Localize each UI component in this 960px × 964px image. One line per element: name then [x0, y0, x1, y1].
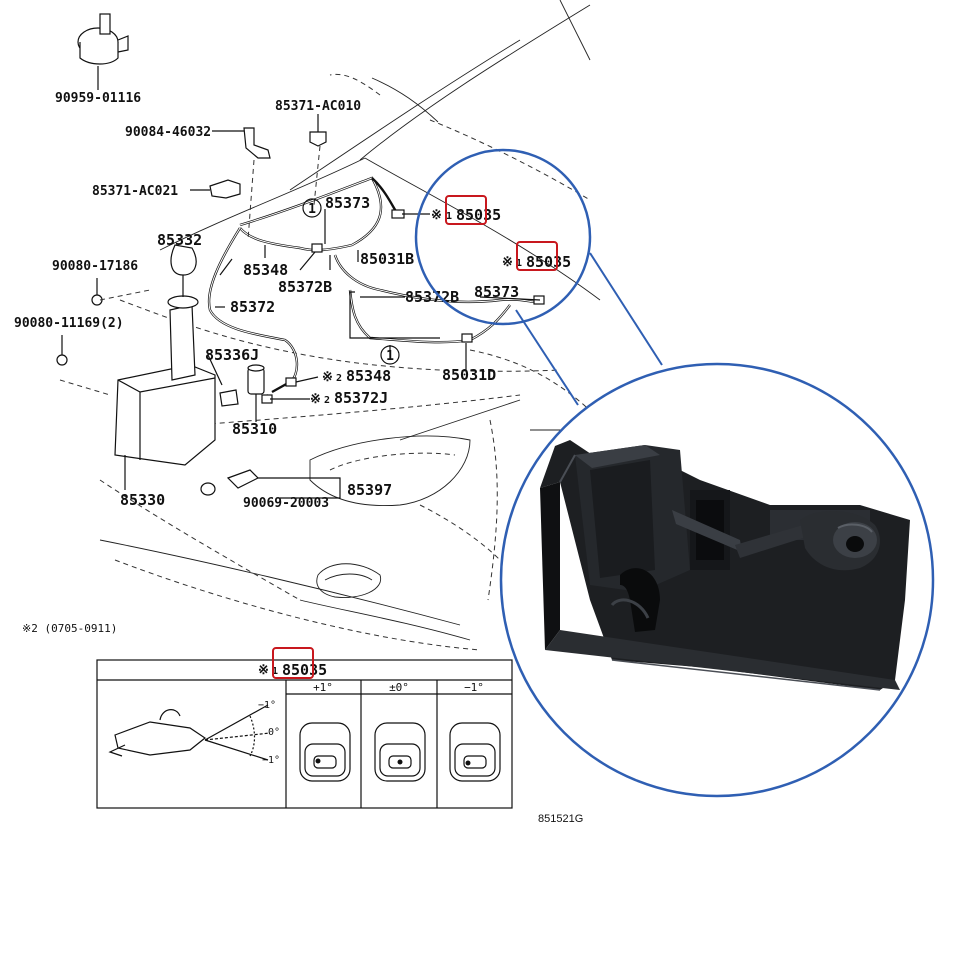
nozzle-face-minus1: [449, 722, 501, 782]
label-85031d: 85031D: [442, 366, 496, 384]
label-85035-a: ※ 1 85035: [431, 206, 501, 224]
svg-text:2: 2: [324, 395, 330, 406]
label-85332: 85332: [157, 231, 202, 249]
label-85397: 85397: [347, 481, 392, 499]
svg-text:85035: 85035: [456, 206, 501, 224]
nozzle-angle-sketch: −1° 0° −1°: [108, 700, 280, 766]
svg-text:85348: 85348: [346, 367, 391, 385]
svg-text:0°: 0°: [268, 727, 280, 738]
washer-hoses: [207, 176, 536, 401]
svg-text:1: 1: [272, 666, 278, 677]
label-90084: 90084-46032: [125, 125, 211, 140]
label-90959: 90959-01116: [55, 91, 141, 106]
svg-text:85035: 85035: [282, 661, 327, 679]
svg-text:※: ※: [258, 663, 269, 678]
highlight-box-85035-b: [516, 241, 558, 271]
label-85035-b: ※ 1 85035: [502, 253, 571, 271]
leader-lines: [59, 145, 541, 400]
label-90069: 90069-20003: [243, 496, 329, 511]
highlight-box-85035-a: [445, 195, 487, 225]
highlight-box-85035-table: [272, 647, 314, 679]
nozzle-face-zero: [374, 722, 426, 782]
svg-text:1: 1: [308, 202, 316, 217]
svg-text:1: 1: [516, 258, 522, 269]
label-85372b-left: 85372B: [278, 278, 332, 296]
clamp-85371-ac021-drawing: [190, 179, 241, 199]
svg-text:85035: 85035: [526, 253, 571, 271]
label-90080-11169: 90080-11169(2): [14, 316, 124, 331]
washer-nozzle-photo: [540, 440, 910, 691]
col-header-zero: ±0°: [389, 681, 409, 694]
svg-text:−1°: −1°: [258, 700, 276, 711]
svg-text:−1°: −1°: [262, 755, 280, 766]
adjust-table-header: ※ 1 85035: [258, 661, 327, 679]
footnote-note2: ※2 (0705-0911): [22, 622, 117, 635]
clip-90959-drawing: [77, 13, 129, 90]
circle-marker-bottom: 1: [380, 345, 400, 365]
part-labels: 90959-01116 85371-AC010 90084-46032 8537…: [14, 91, 571, 511]
label-85371-ac010: 85371-AC010: [275, 99, 361, 114]
label-85336j: 85336J: [205, 346, 259, 364]
svg-text:2: 2: [336, 373, 342, 384]
magnifier-small-circle: [414, 148, 592, 326]
pump-85310-drawing: [219, 364, 265, 422]
nozzle-face-plus1: [299, 722, 351, 782]
label-85372: 85372: [230, 298, 275, 316]
clamp-85371-ac010-drawing: [309, 114, 327, 147]
label-85373-top: 85373: [325, 194, 370, 212]
label-85373-right: 85373: [474, 283, 519, 301]
svg-text:85372J: 85372J: [334, 389, 388, 407]
svg-text:※: ※: [322, 370, 333, 385]
col-header-plus1: +1°: [313, 681, 333, 694]
figure-code: 851521G: [538, 813, 583, 825]
label-85031b: 85031B: [360, 250, 414, 268]
label-85371-ac021: 85371-AC021: [92, 184, 178, 199]
label-85310: 85310: [232, 420, 277, 438]
label-85348-bottom: ※ 2 85348: [322, 367, 391, 385]
callout-line-left: [515, 309, 579, 406]
callout-line-right: [589, 252, 663, 366]
svg-text:1: 1: [446, 211, 452, 222]
svg-text:※: ※: [310, 392, 321, 407]
col-header-minus1: −1°: [464, 681, 484, 694]
car-body-outline: [99, 0, 601, 651]
circle-marker-top: 1: [302, 198, 322, 218]
label-85372b-right: 85372B: [405, 288, 459, 306]
grommet-85397-drawing: [200, 469, 341, 499]
svg-text:※: ※: [431, 208, 442, 223]
label-85372j: ※ 2 85372J: [310, 389, 388, 407]
product-photo: [499, 362, 935, 798]
bracket-90084-drawing: [212, 127, 271, 159]
label-85348-top: 85348: [243, 261, 288, 279]
svg-text:※: ※: [502, 255, 513, 270]
adjust-table: ※ 1 85035 +1° ±0° −1° −1° 0° −1°: [96, 647, 513, 809]
svg-text:1: 1: [386, 349, 394, 364]
label-85330: 85330: [120, 491, 165, 509]
small-clips-drawing: [56, 209, 545, 404]
reservoir-85330-drawing: [114, 244, 216, 490]
label-90080-17186: 90080-17186: [52, 259, 138, 274]
